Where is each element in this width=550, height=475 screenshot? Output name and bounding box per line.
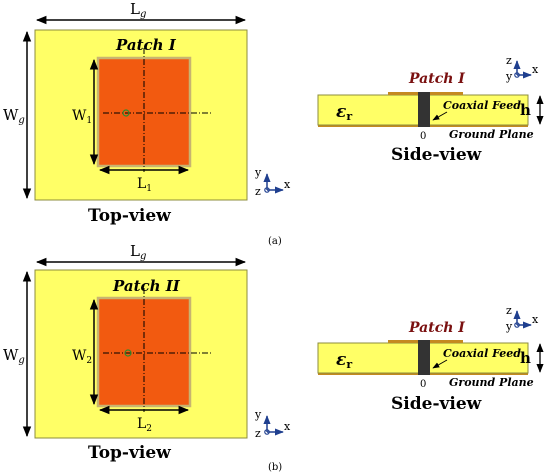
side-view-title: Side-view [391,394,482,414]
coaxial-feed [418,92,430,127]
side-view-title: Side-view [391,145,482,165]
wg-label: Wg [3,106,25,126]
l2-label: L2 [137,416,152,434]
panel-b: Lg Wg W2 L2 Patch II Top-view y z x Pat [3,242,544,473]
h-label: h [520,101,531,119]
axis-y-label: y [505,70,513,83]
ground-plane-label: Ground Plane [449,128,534,141]
axis-x-label: x [284,420,291,433]
axis-triad-top-a: y z x [254,166,291,198]
axis-z-label: z [506,304,512,317]
feed-point-zero: 0 [420,131,426,142]
feed-pointer-arrow [432,111,448,121]
coaxial-feed-label: Coaxial Feed [443,99,521,112]
epsilon-r-label: εr [336,102,352,123]
coaxial-feed-label: Coaxial Feed [443,347,521,360]
patch-i-label: Patch I [115,36,177,54]
patch-side-label: Patch I [408,71,465,87]
feed-point-zero: 0 [420,379,426,390]
axis-y-label: y [505,320,513,333]
feed-pointer-arrow [432,359,448,369]
side-view-a: Patch I εr Coaxial Feed h Ground Plane 0… [317,54,544,165]
patch-ii-label: Patch II [112,277,181,295]
lg-label: Lg [130,0,146,20]
feed-point-marker [124,349,132,357]
axis-y-label: y [254,166,262,179]
epsilon-r-label: εr [336,350,352,371]
axis-x-label: x [532,313,539,326]
wg-label: Wg [3,346,25,366]
top-view-a: Lg Wg W1 L1 Patch I Top-view y z x [3,0,291,226]
h-label: h [520,349,531,367]
axis-z-label: z [506,54,512,67]
panel-a: Lg Wg W1 L1 Patch I Top-view y z x [3,0,544,247]
coaxial-feed [418,340,430,375]
top-view-title: Top-view [88,443,171,463]
top-view-b: Lg Wg W2 L2 Patch II Top-view y z x [3,242,291,463]
top-view-title: Top-view [88,206,171,226]
axis-x-label: x [532,63,539,76]
l1-label: L1 [137,176,152,194]
ground-plane-label: Ground Plane [449,376,534,389]
axis-triad-top-b: y z x [254,408,291,440]
feed-point-marker [122,109,130,117]
axis-z-label: z [255,185,261,198]
caption-a: (a) [268,236,282,247]
caption-b: (b) [268,462,282,473]
w2-label: W2 [72,348,92,366]
axis-triad-side-b: z y x [505,304,539,333]
axis-y-label: y [254,408,262,421]
lg-label: Lg [130,242,146,262]
axis-z-label: z [255,427,261,440]
axis-triad-side-a: z y x [505,54,539,83]
axis-x-label: x [284,178,291,191]
side-view-b: Patch I εr Coaxial Feed h Ground Plane 0… [317,304,544,414]
patch-side-label: Patch I [408,320,465,336]
w1-label: W1 [72,108,92,126]
